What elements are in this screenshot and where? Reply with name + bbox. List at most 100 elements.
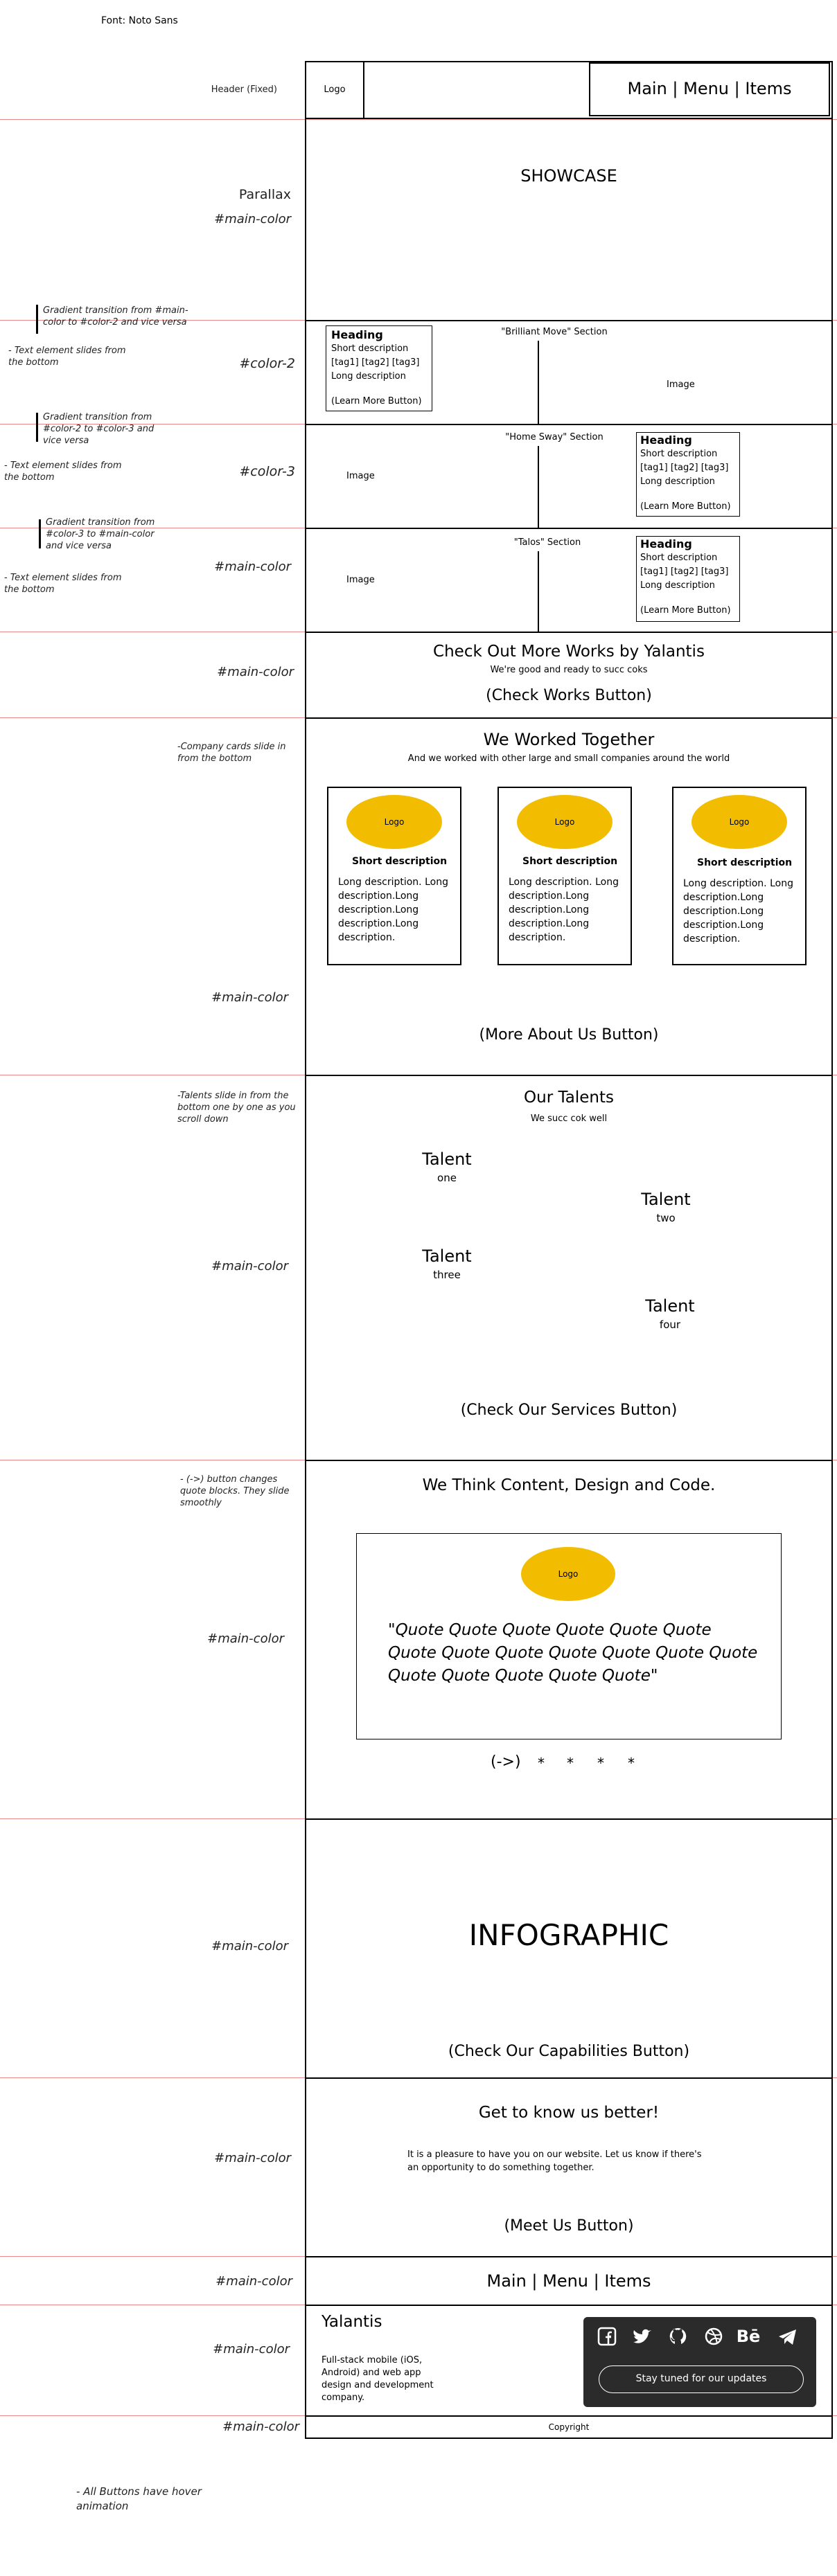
note-talents: -Talents slide in from the bottom one by… — [177, 1091, 296, 1125]
brilliant-image: Image — [667, 379, 695, 390]
company-long: Long description. Long description.Long … — [338, 877, 448, 943]
divider — [363, 62, 364, 119]
company-card — [497, 787, 632, 965]
quote-dot[interactable]: * — [538, 1755, 545, 1771]
twitter-icon[interactable] — [632, 2328, 653, 2346]
brilliant-card — [326, 325, 432, 411]
footer-description: Full-stack mobile (iOS, Android) and web… — [321, 2355, 434, 2403]
copyright-side-label: #main-color — [222, 2420, 299, 2434]
showcase-parallax-label: Parallax — [238, 187, 291, 202]
homesway-side-label: #color-3 — [239, 464, 295, 479]
divider — [305, 717, 833, 719]
brilliant-short: Short description — [331, 343, 409, 354]
behance-icon[interactable]: Bē — [736, 2327, 761, 2346]
homesway-short: Short description — [640, 449, 718, 459]
github-icon[interactable] — [668, 2327, 687, 2346]
quote-block — [356, 1533, 782, 1739]
note-gradient-2: Gradient transition from #color-2 to #co… — [43, 412, 155, 446]
check-services-button[interactable]: (Check Our Services Button) — [460, 1402, 678, 1419]
check-works-button[interactable]: (Check Works Button) — [486, 687, 652, 704]
talent-name: Talent — [422, 1246, 472, 1266]
content-side-label: #main-color — [207, 1631, 284, 1646]
note-gradient-1: Gradient transition from #main-color to … — [43, 305, 188, 328]
together-subtitle: And we worked with other large and small… — [407, 753, 730, 764]
quote-logo: Logo — [521, 1547, 615, 1601]
note-quote: - (->) button changes quote blocks. They… — [180, 1474, 290, 1508]
company-long: Long description. Long description.Long … — [683, 878, 793, 945]
check-capabilities-button[interactable]: (Check Our Capabilities Button) — [448, 2043, 690, 2060]
note-gradient-3: Gradient transition from #color-3 to #ma… — [46, 517, 155, 551]
talos-side-label: #main-color — [214, 560, 291, 574]
footer-menu[interactable]: Main | Menu | Items — [486, 2271, 651, 2291]
divider — [305, 2077, 833, 2079]
brilliant-section-title: "Brilliant Move" Section — [501, 327, 608, 337]
company-short: Short description — [352, 856, 448, 867]
brilliant-long: Long description — [331, 371, 406, 382]
company-logo: Logo — [691, 795, 787, 849]
subscribe-button[interactable]: Stay tuned for our updates — [599, 2365, 804, 2393]
infographic-side-label: #main-color — [211, 1939, 288, 1953]
divider — [305, 1075, 833, 1076]
quote-dot[interactable]: * — [597, 1755, 604, 1771]
works-side-label: #main-color — [217, 665, 294, 679]
wireframe-frame — [305, 61, 833, 2439]
note-hover: - All Buttons have hover animation — [76, 2485, 202, 2512]
homesway-long: Long description — [640, 476, 715, 487]
homesway-card — [636, 432, 740, 517]
note-bar — [36, 305, 38, 334]
footer-side-label: #main-color — [213, 2342, 290, 2356]
company-card — [327, 787, 461, 965]
talent-sub: three — [433, 1269, 461, 1281]
quote-dot[interactable]: * — [567, 1755, 574, 1771]
menu2-side-label: #main-color — [215, 2274, 292, 2289]
talos-heading: Heading — [640, 537, 692, 551]
brilliant-heading: Heading — [331, 328, 383, 341]
separator-line — [0, 119, 837, 120]
quote-dot[interactable]: * — [628, 1755, 635, 1771]
content-title: We Think Content, Design and Code. — [422, 1476, 716, 1494]
together-title: We Worked Together — [483, 730, 655, 749]
talent-name: Talent — [645, 1296, 695, 1316]
know-text: It is a pleasure to have you on our webs… — [407, 2149, 702, 2173]
dribbble-icon[interactable] — [704, 2327, 723, 2346]
divider — [538, 341, 539, 424]
talents-subtitle: We succ cok well — [530, 1113, 608, 1124]
header-logo[interactable]: Logo — [324, 84, 346, 95]
talos-section-title: "Talos" Section — [513, 537, 581, 548]
quote-text: "Quote Quote Quote Quote Quote Quote Quo… — [388, 1621, 758, 1685]
divider — [305, 1818, 833, 1820]
header-menu[interactable]: Main | Menu | Items — [627, 79, 792, 98]
facebook-icon[interactable] — [597, 2327, 617, 2346]
works-subtitle: We're good and ready to succ coks — [490, 665, 648, 675]
divider — [305, 632, 833, 633]
note-company: -Company cards slide in from the bottom — [177, 742, 286, 764]
header-menu-box — [589, 62, 830, 116]
company-short: Short description — [697, 857, 793, 868]
company-short: Short description — [522, 856, 618, 867]
talos-learn-more-button[interactable]: (Learn More Button) — [640, 605, 731, 616]
talos-tags: [tag1] [tag2] [tag3] — [640, 566, 729, 577]
footer-brand: Yalantis — [321, 2313, 382, 2331]
company-logo: Logo — [346, 795, 442, 849]
talent-sub: one — [437, 1172, 457, 1184]
next-quote-button[interactable]: (->) — [491, 1753, 521, 1771]
note-bar — [39, 519, 41, 548]
divider — [305, 320, 833, 321]
talents-side-label: #main-color — [211, 1259, 288, 1273]
talents-title: Our Talents — [524, 1089, 614, 1107]
brilliant-side-label: #color-2 — [239, 356, 295, 371]
divider — [305, 118, 833, 119]
more-about-us-button[interactable]: (More About Us Button) — [479, 1026, 659, 1044]
know-title: Get to know us better! — [478, 2104, 660, 2122]
divider — [538, 551, 539, 632]
homesway-tags: [tag1] [tag2] [tag3] — [640, 463, 729, 473]
telegram-icon[interactable] — [777, 2328, 798, 2346]
meet-us-button[interactable]: (Meet Us Button) — [504, 2217, 634, 2235]
showcase-color-label: #main-color — [214, 212, 291, 226]
talos-short: Short description — [640, 553, 718, 563]
showcase-title: SHOWCASE — [520, 166, 617, 186]
homesway-learn-more-button[interactable]: (Learn More Button) — [640, 501, 731, 512]
brilliant-tags: [tag1] [tag2] [tag3] — [331, 357, 420, 368]
works-title: Check Out More Works by Yalantis — [433, 643, 705, 661]
brilliant-learn-more-button[interactable]: (Learn More Button) — [331, 396, 422, 406]
